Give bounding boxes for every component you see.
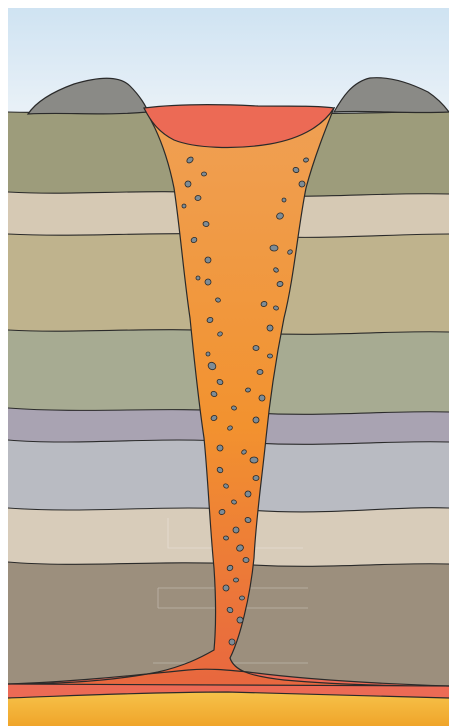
xenolith-fragment	[250, 457, 258, 463]
xenolith-fragment	[196, 276, 201, 281]
xenolith-fragment	[205, 257, 211, 263]
xenolith-fragment	[203, 221, 210, 227]
xenolith-fragment	[257, 369, 264, 375]
xenolith-fragment	[195, 195, 202, 201]
basal-sand-layer	[8, 692, 449, 726]
xenolith-fragment	[243, 557, 250, 563]
xenolith-fragment	[239, 596, 244, 600]
xenolith-fragment	[253, 475, 259, 481]
xenolith-fragment	[201, 172, 206, 176]
xenolith-fragment	[270, 245, 278, 252]
diagram-frame	[8, 8, 449, 726]
xenolith-fragment	[233, 578, 238, 582]
kimberlite-pipe-cross-section	[8, 8, 449, 726]
xenolith-fragment	[217, 445, 224, 452]
xenolith-fragment	[267, 354, 272, 358]
xenolith-fragment	[253, 345, 259, 351]
